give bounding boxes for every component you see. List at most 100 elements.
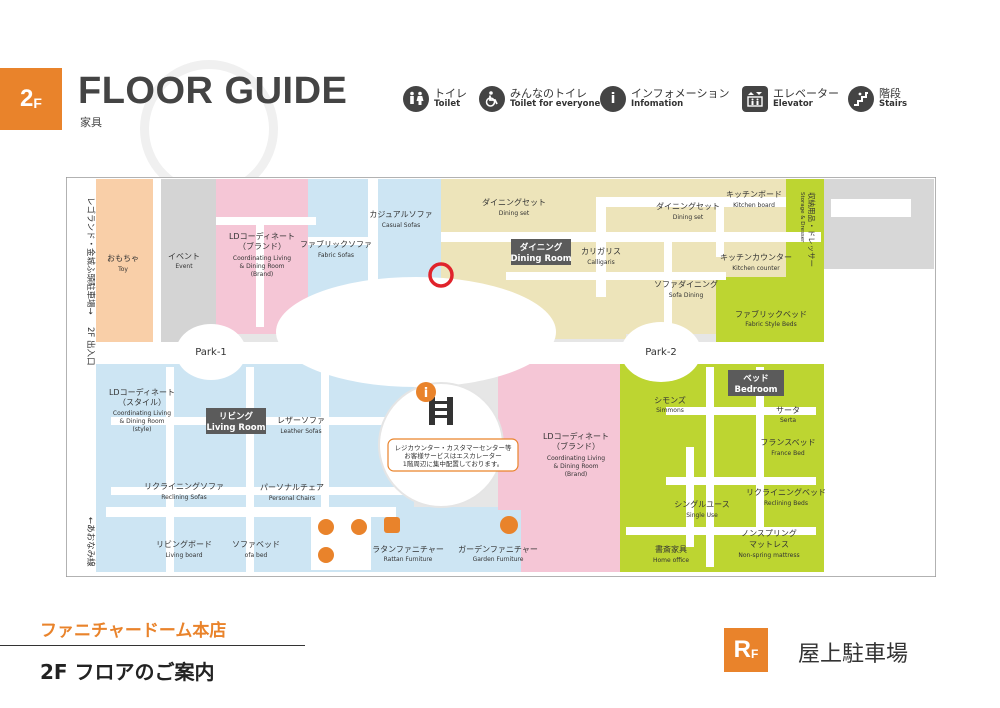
area-right-extension	[824, 179, 934, 269]
svg-text:Fabric Sofas: Fabric Sofas	[318, 252, 354, 259]
svg-text:（ブランド）: （ブランド）	[238, 241, 286, 251]
label-sofa-bed: ソファベッド	[232, 540, 280, 549]
rf-suffix: F	[751, 647, 759, 661]
svg-text:ベッド: ベッド	[743, 374, 769, 384]
svg-text:マットレス: マットレス	[749, 540, 789, 549]
label-personal-chairs: パーソナルチェア	[260, 483, 324, 492]
legend-toilet-en: Toilet	[434, 99, 461, 110]
label-kitchen-board: キッチンボード	[726, 190, 782, 199]
label-reclining-beds: リクライニングベッド	[746, 487, 826, 497]
floor-map: i レジカウンター・カスタマーセンター等 お客様サービスはエスカレーター 1階周…	[66, 177, 936, 577]
notice-line-1: レジカウンター・カスタマーセンター等	[395, 443, 513, 452]
elevator-icon	[384, 517, 400, 533]
central-plaza	[276, 277, 556, 387]
elevator-icon	[742, 86, 768, 112]
label-home-office: 書斎家具	[655, 544, 687, 554]
accessible-toilet-icon	[318, 519, 334, 535]
svg-text:Coordinating Living: Coordinating Living	[113, 410, 171, 417]
park-2-label: Park-2	[645, 347, 677, 358]
label-living-board: リビングボード	[156, 539, 212, 549]
svg-text:Reclining Beds: Reclining Beds	[764, 500, 808, 507]
legend-elevator-en: Elevator	[773, 99, 813, 110]
toilet-icon	[403, 86, 429, 112]
area-labels: おもちゃ Toy イベント Event LDコーディネート （ブランド） Coo…	[107, 190, 826, 564]
label-ld-brand-top: LDコーディネート	[229, 231, 295, 241]
legend-accessible-en: Toilet for everyone	[510, 99, 601, 110]
store-name: ファニチャードーム本店	[40, 621, 227, 641]
svg-text:Reclining Sofas: Reclining Sofas	[161, 494, 207, 501]
svg-text:Non-spring mattress: Non-spring mattress	[738, 552, 799, 559]
stairs-icon	[848, 86, 874, 112]
svg-text:(Brand): (Brand)	[565, 471, 588, 478]
section-living-tag: リビング Living Room	[206, 408, 266, 434]
label-reclining-sofas: リクライニングソファ	[144, 481, 224, 491]
svg-text:Simmons: Simmons	[656, 407, 684, 414]
side-label-entrance: 2F 出入口	[85, 327, 96, 366]
label-serta: サータ	[776, 406, 800, 415]
right-extension-path	[831, 199, 911, 217]
area-bedroom	[620, 362, 824, 572]
svg-text:Coordinating Living: Coordinating Living	[547, 455, 605, 462]
svg-text:Casual Sofas: Casual Sofas	[382, 222, 420, 229]
svg-text:Event: Event	[175, 263, 193, 270]
svg-text:Dining Room: Dining Room	[510, 254, 571, 264]
notice-line-2: お客様サービスはエスカレーター	[404, 451, 502, 460]
area-ld-brand-lower	[498, 357, 620, 510]
escalator-icon	[429, 397, 453, 425]
svg-text:& Dining Room: & Dining Room	[554, 463, 599, 470]
label-calligaris: カリガリス	[581, 246, 621, 256]
facilities-cluster	[311, 515, 518, 570]
label-fabric-sofas: ファブリックソファ	[300, 239, 372, 249]
svg-text:Toy: Toy	[117, 266, 128, 273]
svg-text:Living board: Living board	[165, 552, 202, 559]
svg-text:Fabric Style Beds: Fabric Style Beds	[745, 321, 796, 328]
svg-text:Dining set: Dining set	[673, 214, 704, 221]
area-home-office-pink	[521, 510, 621, 572]
side-label-storage-en: Storage & Dresser	[799, 192, 805, 243]
svg-text:Kitchen counter: Kitchen counter	[732, 265, 780, 272]
svg-text:(style): (style)	[132, 426, 151, 433]
legend-elevator-ja: エレベーター	[773, 86, 839, 100]
footer-divider	[0, 645, 305, 646]
svg-text:Coordinating Living: Coordinating Living	[233, 255, 291, 262]
legend-information-ja: インフォメーション	[631, 86, 730, 100]
side-label-lego: レゴランド・金城ふ頭駐車場→	[85, 197, 96, 315]
park-2-circle	[621, 322, 701, 382]
svg-text:Dining set: Dining set	[499, 210, 530, 217]
page-subtitle: 家具	[80, 116, 102, 129]
label-leather-sofas: レザーソファ	[277, 416, 325, 425]
toilet-icon	[318, 547, 334, 563]
area-toy	[96, 179, 153, 346]
information-icon	[416, 382, 436, 402]
svg-text:& Dining Room: & Dining Room	[240, 263, 285, 270]
svg-text:Garden Furniture: Garden Furniture	[473, 556, 524, 563]
label-ld-style: LDコーディネート	[109, 387, 175, 397]
svg-text:Kitchen board: Kitchen board	[733, 202, 775, 209]
svg-text:Leather Sofas: Leather Sofas	[280, 428, 321, 435]
label-ld-brand-lower: LDコーディネート	[543, 431, 609, 441]
svg-text:Living Room: Living Room	[207, 423, 266, 433]
svg-text:ダイニング: ダイニング	[520, 242, 563, 253]
svg-text:Personal Chairs: Personal Chairs	[269, 495, 315, 502]
legend-toilet-ja: トイレ	[434, 86, 467, 100]
rooftop-parking-label[interactable]: 屋上駐車場	[798, 642, 909, 667]
park-1-label: Park-1	[195, 347, 227, 358]
svg-text:i: i	[424, 386, 428, 401]
side-label-storage: 収納用品・ドレッサー	[807, 192, 817, 267]
svg-text:Single Use: Single Use	[686, 512, 718, 519]
information-icon: i	[600, 86, 626, 112]
svg-text:（スタイル）: （スタイル）	[118, 398, 166, 407]
svg-text:（ブランド）: （ブランド）	[552, 441, 600, 451]
svg-text:Rattan Furniture: Rattan Furniture	[384, 556, 433, 563]
area-storage	[786, 179, 824, 277]
page-title: FLOOR GUIDE	[78, 70, 348, 112]
floor-number: 2	[20, 85, 34, 112]
svg-text:Sofa Dining: Sofa Dining	[669, 292, 704, 299]
label-france-bed: フランスベッド	[760, 438, 815, 447]
park-1-circle	[176, 324, 246, 380]
stairs-icon-garden	[500, 516, 518, 534]
